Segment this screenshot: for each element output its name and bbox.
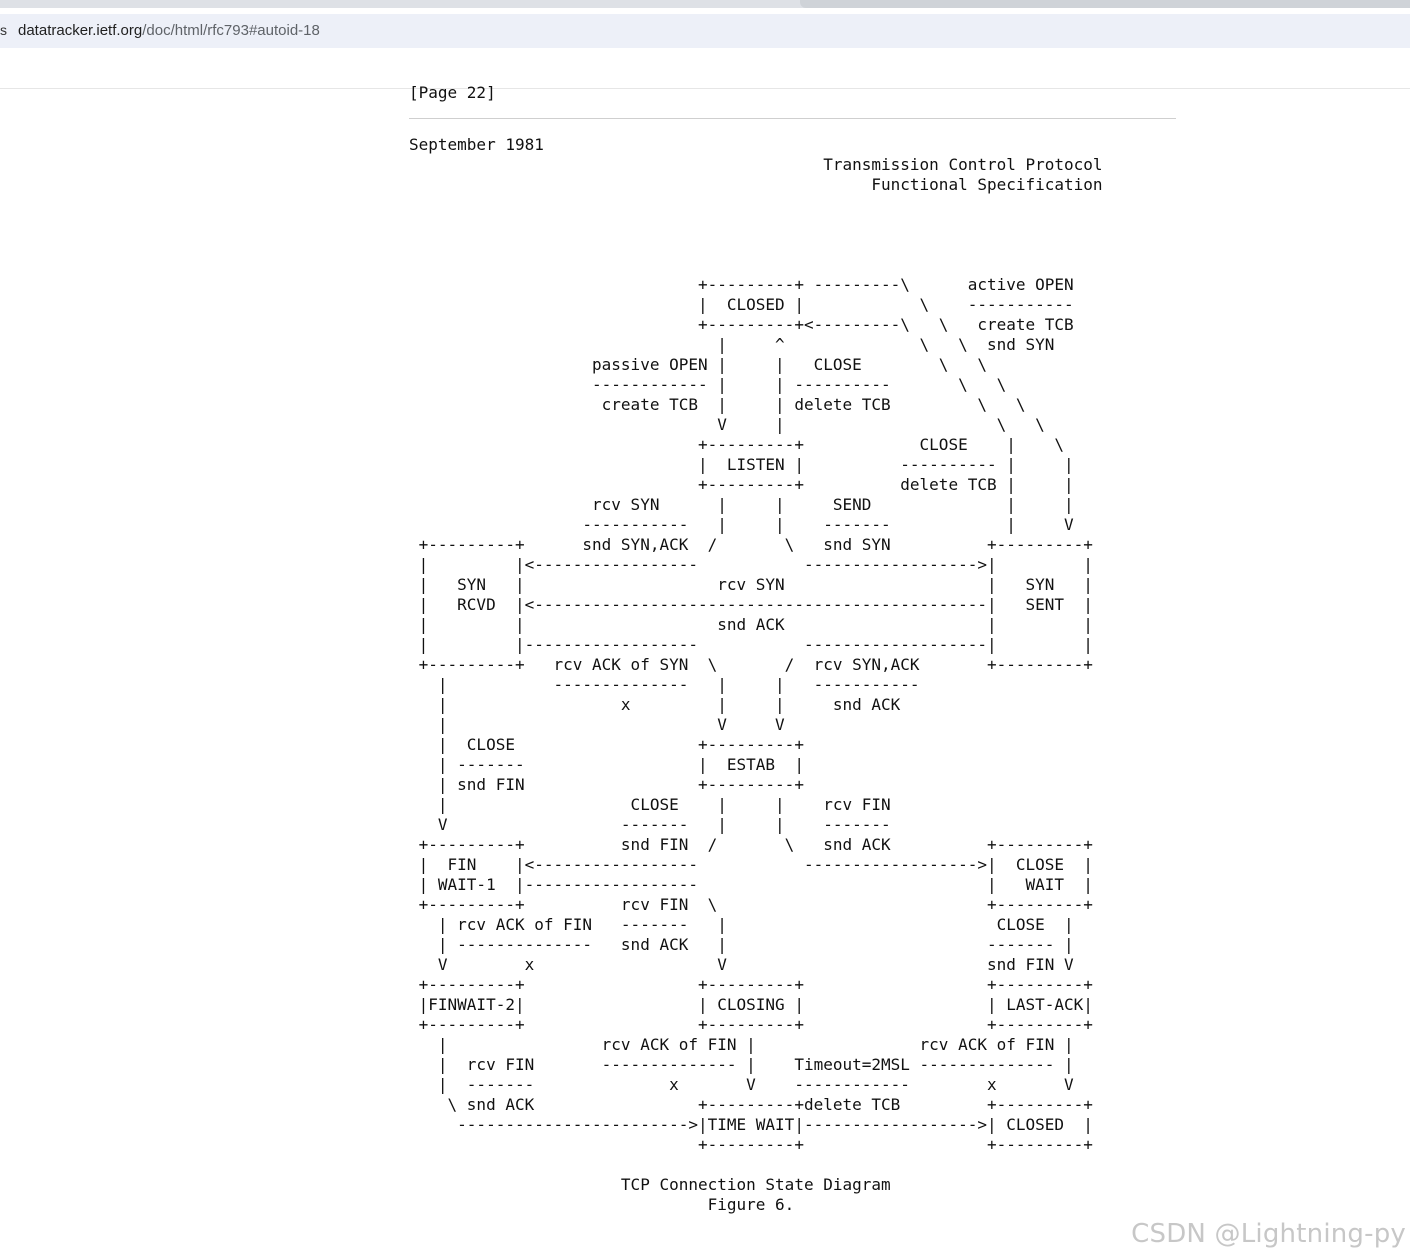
url-text[interactable]: datatracker.ietf.org/doc/html/rfc793#aut…	[18, 22, 320, 39]
watermark: CSDN @Lightning-py	[1131, 1219, 1406, 1249]
tab-strip-segment	[800, 0, 1410, 8]
figure-caption: TCP Connection State Diagram Figure 6.	[620, 1175, 891, 1214]
site-info-icon[interactable]: s	[0, 22, 7, 38]
tcp-state-diagram: +---------+ ---------\ active OPEN | CLO…	[418, 275, 1093, 1154]
url-host: datatracker.ietf.org	[18, 22, 143, 39]
previous-page-footer: [Page 22]	[409, 83, 496, 102]
viewport-divider	[0, 88, 1410, 89]
address-bar[interactable]: s datatracker.ietf.org/doc/html/rfc793#a…	[0, 14, 1410, 48]
url-path: /doc/html/rfc793#autoid-18	[142, 22, 320, 39]
browser-tab-strip	[0, 0, 1410, 8]
rfc-document: [Page 22] September 1981 Transmission Co…	[409, 75, 1189, 1225]
page-break-rule	[409, 118, 1176, 119]
page-header: September 1981 Transmission Control Prot…	[409, 135, 1103, 194]
